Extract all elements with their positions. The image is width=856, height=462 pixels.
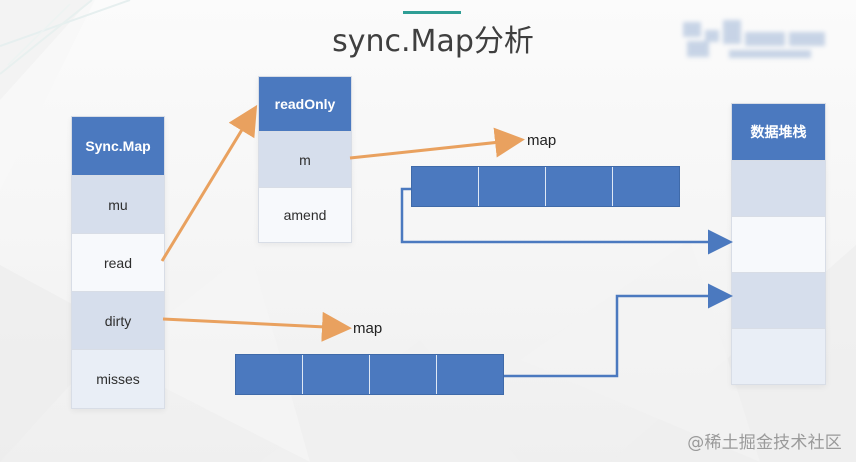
bottom-map-slot xyxy=(236,355,303,394)
read-to-readonly-arrow xyxy=(160,104,258,262)
watermark-text: @稀土掘金技术社区 xyxy=(687,433,842,453)
bottom-map-to-stack-arrow xyxy=(504,283,733,378)
top-map-array xyxy=(411,166,680,207)
top-map-slot xyxy=(546,167,613,206)
syncmap-row-misses: misses xyxy=(72,349,164,408)
top-map-slot xyxy=(479,167,546,206)
blurred-logo-icon xyxy=(675,12,833,70)
top-map-label: map xyxy=(527,132,557,149)
bottom-map-array xyxy=(235,354,504,395)
bottom-map-slot xyxy=(370,355,437,394)
stack-row-3 xyxy=(732,272,825,328)
stack-row-4 xyxy=(732,328,825,384)
page-title: sync.Map分析 xyxy=(332,24,534,59)
syncmap-row-dirty: dirty xyxy=(72,291,164,349)
readonly-row-m: m xyxy=(259,131,351,187)
bottom-map-label: map xyxy=(353,320,383,337)
top-map-slot xyxy=(412,167,479,206)
readonly-row-amend: amend xyxy=(259,187,351,242)
title-accent-line xyxy=(403,11,461,14)
syncmap-row-mu: mu xyxy=(72,175,164,233)
stack-row-1 xyxy=(732,160,825,216)
syncmap-header: Sync.Map xyxy=(72,117,164,175)
m-to-top-map-arrow xyxy=(349,127,525,160)
readonly-table: readOnly m amend xyxy=(258,76,352,243)
syncmap-table: Sync.Map mu read dirty misses xyxy=(71,116,165,409)
syncmap-row-read: read xyxy=(72,233,164,291)
stack-table: 数据堆栈 xyxy=(731,103,826,385)
readonly-header: readOnly xyxy=(259,77,351,131)
stack-row-2 xyxy=(732,216,825,272)
bottom-map-slot xyxy=(303,355,370,394)
dirty-to-bottom-map-arrow xyxy=(162,311,352,342)
top-map-to-stack-arrow xyxy=(400,187,733,255)
stack-header: 数据堆栈 xyxy=(732,104,825,160)
